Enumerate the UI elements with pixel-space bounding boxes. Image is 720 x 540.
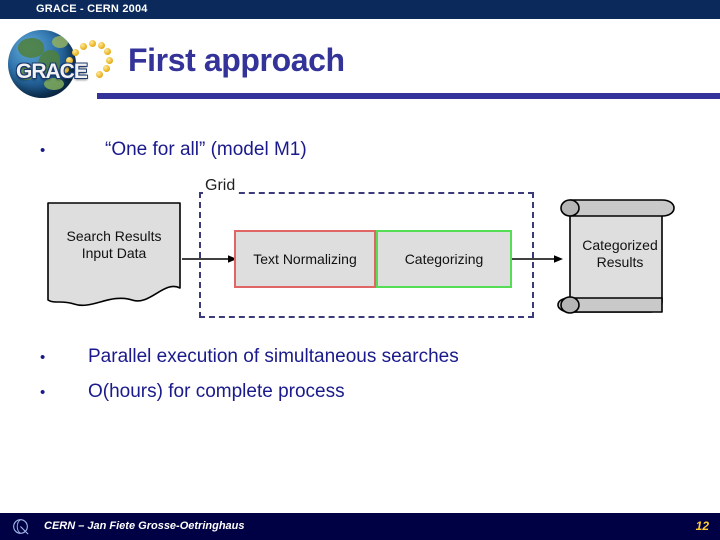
input-data-label: Search Results Input Data bbox=[66, 228, 162, 261]
page-title: First approach bbox=[128, 42, 345, 78]
footer-bar bbox=[0, 513, 720, 540]
bullet-text-1: “One for all” (model M1) bbox=[105, 139, 307, 160]
process-box-text-normalizing[interactable]: Text Normalizing bbox=[234, 230, 376, 288]
grid-boundary-box bbox=[199, 192, 534, 318]
bullet-marker-icon: • bbox=[40, 142, 46, 159]
process-box-categorizing-label: Categorizing bbox=[404, 251, 484, 267]
footer-author: CERN – Jan Fiete Grosse-Oetringhaus bbox=[44, 520, 245, 532]
arrow-input-to-normalizing bbox=[182, 255, 237, 263]
page-number: 12 bbox=[695, 519, 709, 533]
input-data-document-shape bbox=[47, 202, 181, 307]
conference-label: GRACE - CERN 2004 bbox=[36, 3, 148, 15]
categorized-results-scroll-shape bbox=[557, 199, 675, 314]
bullet-text-2: Parallel execution of simultaneous searc… bbox=[88, 346, 459, 367]
globe-icon bbox=[8, 30, 76, 98]
cern-logo-icon bbox=[11, 517, 30, 536]
arrow-categorizing-to-results bbox=[512, 255, 563, 263]
categorized-results-label: Categorized Results bbox=[582, 237, 658, 270]
bullet-marker-icon: • bbox=[40, 349, 46, 366]
bullet-marker-icon: • bbox=[40, 384, 46, 401]
gold-arc-dots-icon bbox=[60, 36, 113, 80]
logo-wordmark: GRACE bbox=[16, 60, 88, 83]
title-divider bbox=[97, 93, 720, 99]
bullet-item-2: • Parallel execution of simultaneous sea… bbox=[40, 346, 459, 368]
bullet-text-3: O(hours) for complete process bbox=[88, 381, 345, 402]
top-banner bbox=[0, 0, 720, 19]
process-box-categorizing[interactable]: Categorizing bbox=[376, 230, 512, 288]
bullet-item-3: • O(hours) for complete process bbox=[40, 381, 345, 403]
grid-label: Grid bbox=[203, 177, 238, 195]
bullet-item-1: • “One for all” (model M1) bbox=[40, 139, 307, 161]
grace-globe-logo: GRACE bbox=[4, 26, 113, 102]
process-box-text-normalizing-label: Text Normalizing bbox=[253, 251, 357, 267]
